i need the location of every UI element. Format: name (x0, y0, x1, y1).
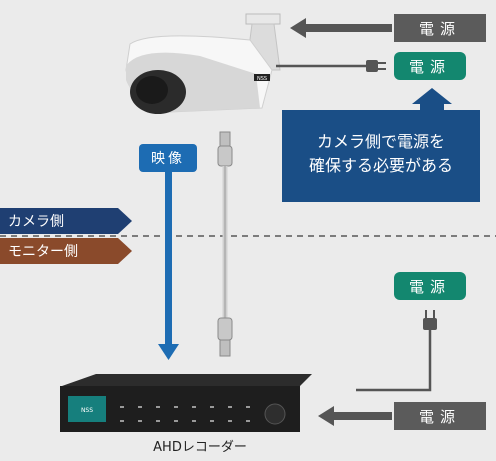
video-cable (217, 131, 233, 357)
camera-illustration (125, 13, 281, 114)
camera-side-tab: カメラ側 (8, 214, 64, 230)
power-label-top-green: 電源 (394, 52, 466, 80)
arrow-left-icon (290, 18, 392, 38)
callout-line-1: カメラ側で電源を (316, 132, 445, 151)
monitor-side-tab: モニター側 (8, 244, 78, 260)
recorder-plug-icon (356, 310, 437, 392)
camera-side-tab-shape (0, 208, 132, 234)
callout-line-2: 確保する必要がある (308, 156, 453, 175)
monitor-side-tab-shape (0, 238, 132, 264)
recorder-brand: NSS (81, 407, 93, 414)
video-label: 映像 (139, 144, 197, 172)
arrow-down-icon (158, 172, 179, 360)
arrow-up-icon (412, 88, 452, 110)
power-label-top-gray: 電源 (394, 14, 486, 42)
camera-brand: NSS (257, 76, 267, 82)
recorder-illustration (60, 374, 312, 432)
callout-box: カメラ側で電源を 確保する必要がある (282, 110, 480, 202)
power-label-bottom-gray: 電源 (394, 402, 486, 430)
power-label-bottom-green: 電源 (394, 272, 466, 300)
arrow-left-icon-bottom (318, 406, 392, 426)
plug-icon (276, 60, 386, 72)
recorder-caption: AHDレコーダー (153, 440, 247, 455)
